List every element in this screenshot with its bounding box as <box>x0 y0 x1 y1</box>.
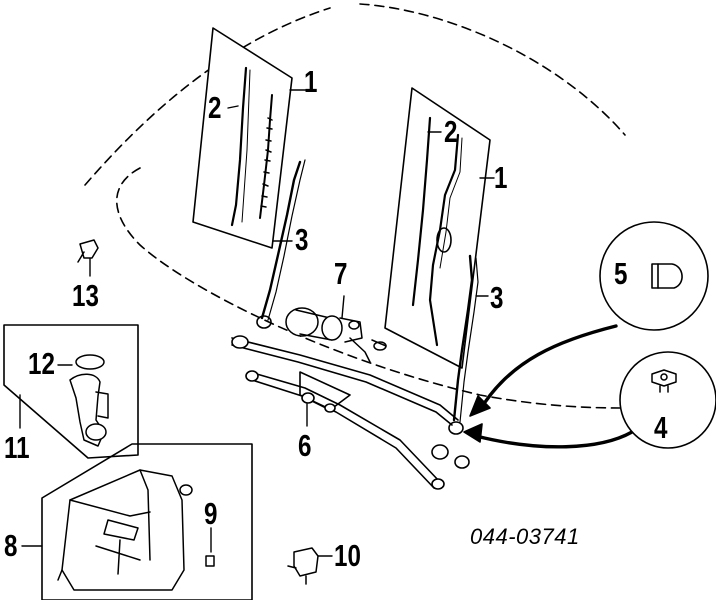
wiper-motor <box>285 307 387 363</box>
part-number-label: 044-03741 <box>470 524 580 549</box>
pivot-nut-icon <box>651 369 677 393</box>
callout-1-right: 1 <box>494 160 508 195</box>
left-arm-pivot <box>256 315 272 329</box>
washer-reservoir <box>57 469 193 591</box>
reservoir-box <box>41 443 253 600</box>
arrow-head-upper <box>469 395 491 417</box>
callout-10: 10 <box>334 538 361 573</box>
callout-13: 13 <box>72 278 99 313</box>
windshield-outline <box>84 7 331 186</box>
left-wiper-arm <box>260 160 302 320</box>
washer-nozzle <box>77 239 99 263</box>
callout-2-left: 2 <box>208 90 222 125</box>
callout-3-right: 3 <box>490 280 504 315</box>
right-wiper-arm <box>452 254 474 422</box>
wiper-linkage <box>231 335 470 490</box>
callout-12: 12 <box>28 346 55 381</box>
pivot-cap-icon <box>651 263 683 289</box>
pump-parts-box <box>3 324 139 459</box>
left-blade-panel <box>192 27 293 249</box>
callout-9: 9 <box>204 496 218 531</box>
right-arm-pivot <box>448 421 464 435</box>
callout-11: 11 <box>4 430 30 465</box>
windshield-outline-top <box>359 3 626 136</box>
right-blade-insert <box>411 116 432 307</box>
washer-pump <box>69 354 109 447</box>
callout-8: 8 <box>4 528 18 563</box>
washer-motor <box>287 547 319 585</box>
left-blade-insert-inner <box>241 69 251 223</box>
right-blade-clip <box>436 227 452 253</box>
callout-6: 6 <box>298 428 312 463</box>
callout-2-right: 2 <box>444 114 458 149</box>
arrow-to-pivot-upper <box>478 324 618 412</box>
arrow-to-pivot-lower <box>474 430 634 449</box>
callout-3-left: 3 <box>295 222 309 257</box>
callout-5: 5 <box>614 256 628 291</box>
left-blade-clips <box>260 117 273 208</box>
right-blade-panel <box>384 87 491 369</box>
windshield-outline-lower <box>116 167 691 409</box>
callout-4: 4 <box>654 410 668 445</box>
reservoir-plug <box>205 555 215 567</box>
detail-circle-nut <box>619 351 716 449</box>
left-blade-insert <box>230 66 248 227</box>
callout-1-left: 1 <box>304 64 318 99</box>
callout-7: 7 <box>334 256 348 291</box>
arrow-head-lower <box>463 423 483 443</box>
